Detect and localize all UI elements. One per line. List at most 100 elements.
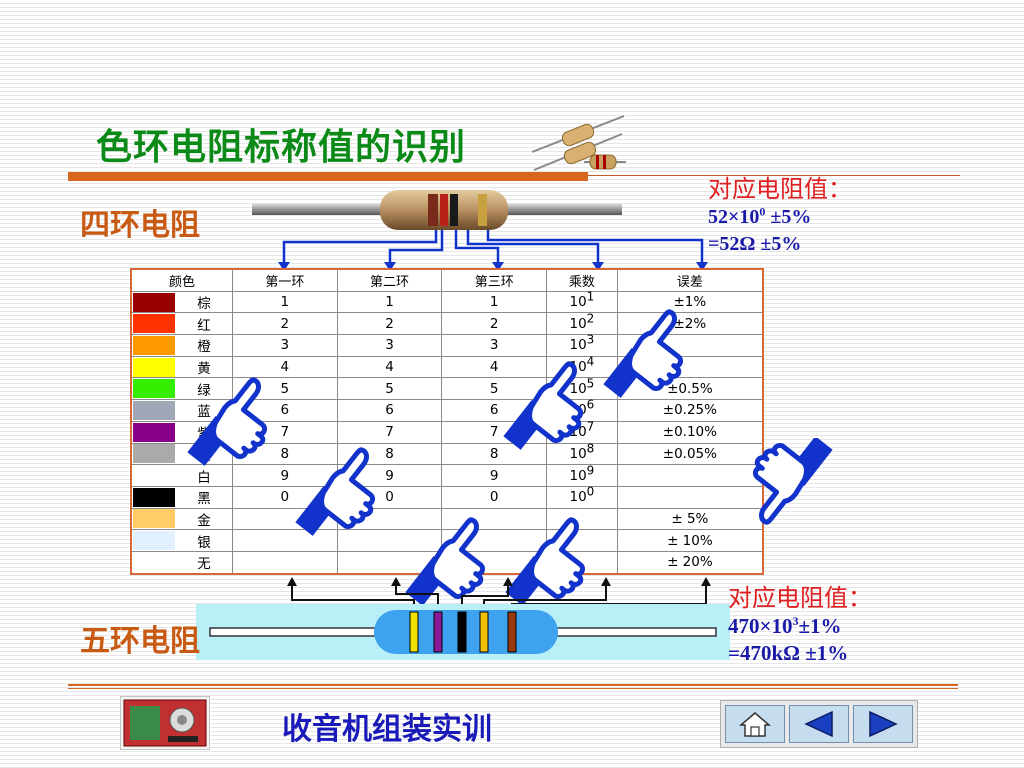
footer-divider-thin xyxy=(68,688,958,689)
hand-pointer-icon xyxy=(490,344,600,474)
multiplier-base: 10 xyxy=(569,294,587,311)
tolerance-cell xyxy=(616,485,764,509)
four-band-resistor-image xyxy=(252,190,622,230)
hand-pointer-icon xyxy=(592,300,702,420)
four-band-pointer-lines xyxy=(278,230,708,271)
second-band-digit: 1 xyxy=(336,290,443,314)
multiplier-exponent: 2 xyxy=(586,311,595,326)
first-band-digit: 1 xyxy=(232,290,338,314)
color-name: 棕 xyxy=(176,290,233,314)
four-band-result: 对应电阻值： 52×100 ±5% =52Ω ±5% xyxy=(708,174,852,258)
third-band-digit: 2 xyxy=(441,312,548,336)
multiplier-exponent: 3 xyxy=(586,332,595,347)
footer-divider xyxy=(68,684,958,686)
header-first-band: 第一环 xyxy=(232,268,338,292)
color-swatch xyxy=(133,314,175,334)
five-band-result-exp: 3 xyxy=(792,614,799,628)
color-swatch-cell xyxy=(130,420,176,444)
table-row: 无± 20% xyxy=(130,550,764,575)
color-swatch xyxy=(133,552,175,572)
color-name: 银 xyxy=(176,529,233,552)
home-button[interactable] xyxy=(725,705,785,743)
multiplier-exponent: 9 xyxy=(586,463,595,478)
four-band-result-base: 52×10 xyxy=(708,206,760,228)
four-band-result-line2: =52Ω ±5% xyxy=(708,233,802,255)
multiplier-exponent: 0 xyxy=(586,484,595,499)
color-swatch-cell xyxy=(130,442,176,466)
color-swatch-cell xyxy=(130,377,176,401)
multiplier-base: 10 xyxy=(569,445,587,462)
multiplier-base: 10 xyxy=(569,315,587,332)
color-swatch-cell xyxy=(130,550,176,575)
multiplier-base: 10 xyxy=(569,337,587,354)
second-band-digit: 4 xyxy=(336,355,443,379)
four-band-result-exp: 0 xyxy=(759,204,766,219)
tolerance-cell: ± 20% xyxy=(616,550,764,575)
multiplier-cell: 102 xyxy=(546,311,618,336)
multiplier-exponent: 1 xyxy=(586,289,595,304)
tolerance-cell: ±0.25% xyxy=(616,399,764,422)
color-swatch-cell xyxy=(130,312,176,336)
color-swatch xyxy=(133,422,175,442)
five-band-resistor-image xyxy=(196,604,730,660)
next-arrow-icon xyxy=(869,710,898,738)
table-header-row: 颜色 第一环 第二环 第三环 乘数 误差 xyxy=(130,268,764,292)
header-tolerance: 误差 xyxy=(616,268,764,292)
course-title: 收音机组装实训 xyxy=(282,712,492,747)
color-swatch-cell xyxy=(130,507,176,531)
page-title: 色环电阻标称值的识别 xyxy=(96,127,467,168)
color-swatch-cell xyxy=(130,399,176,422)
color-swatch xyxy=(133,357,175,377)
color-swatch xyxy=(133,292,175,312)
third-band-digit: 3 xyxy=(441,334,548,357)
color-swatch xyxy=(133,509,175,529)
tolerance-cell: ±0.05% xyxy=(616,442,764,466)
first-band-digit: 2 xyxy=(232,312,338,336)
color-swatch xyxy=(133,379,175,399)
five-band-result: 对应电阻值： 470×103±1% =470kΩ ±1% xyxy=(728,583,872,667)
radio-thumbnail-image xyxy=(120,696,210,750)
color-name: 橙 xyxy=(176,334,233,357)
color-name: 金 xyxy=(176,507,233,531)
table-row: 银 ± 10% xyxy=(130,529,764,552)
tolerance-cell xyxy=(616,464,764,487)
multiplier-exponent: 4 xyxy=(586,354,595,369)
header-third-band: 第三环 xyxy=(441,268,548,292)
multiplier-base: 10 xyxy=(569,380,587,397)
slide-navigation xyxy=(720,700,918,748)
previous-button[interactable] xyxy=(789,705,849,743)
color-swatch-cell xyxy=(130,334,176,357)
hand-pointer-icon xyxy=(176,362,286,492)
multiplier-exponent: 8 xyxy=(586,441,595,456)
multiplier-exponent: 6 xyxy=(586,397,595,412)
color-swatch xyxy=(133,400,175,420)
multiplier-base: 10 xyxy=(569,489,587,506)
first-band-digit: 3 xyxy=(232,334,338,357)
color-swatch xyxy=(133,531,175,551)
second-band-digit: 5 xyxy=(336,377,443,401)
color-swatch xyxy=(133,466,175,486)
color-swatch-cell xyxy=(130,355,176,379)
title-underline-bar xyxy=(68,172,588,181)
color-swatch xyxy=(133,487,175,507)
hand-pointer-icon xyxy=(282,430,392,560)
five-band-result-tol: ±1% xyxy=(798,614,842,638)
tolerance-cell: ± 10% xyxy=(616,529,764,552)
five-band-result-line2: =470kΩ ±1% xyxy=(728,641,849,665)
color-swatch xyxy=(133,444,175,464)
second-band-digit: 6 xyxy=(336,399,443,422)
resistor-clipart-icon xyxy=(531,115,626,171)
five-band-label: 五环电阻 xyxy=(80,624,200,659)
hand-pointer-icon xyxy=(746,438,876,548)
header-color: 颜色 xyxy=(130,268,233,292)
third-band-digit: 1 xyxy=(441,290,548,314)
multiplier-exponent: 7 xyxy=(586,419,595,434)
next-button[interactable] xyxy=(853,705,913,743)
color-swatch-cell xyxy=(130,464,176,487)
second-band-digit: 2 xyxy=(336,312,443,336)
four-band-result-header: 对应电阻值： xyxy=(708,175,852,203)
